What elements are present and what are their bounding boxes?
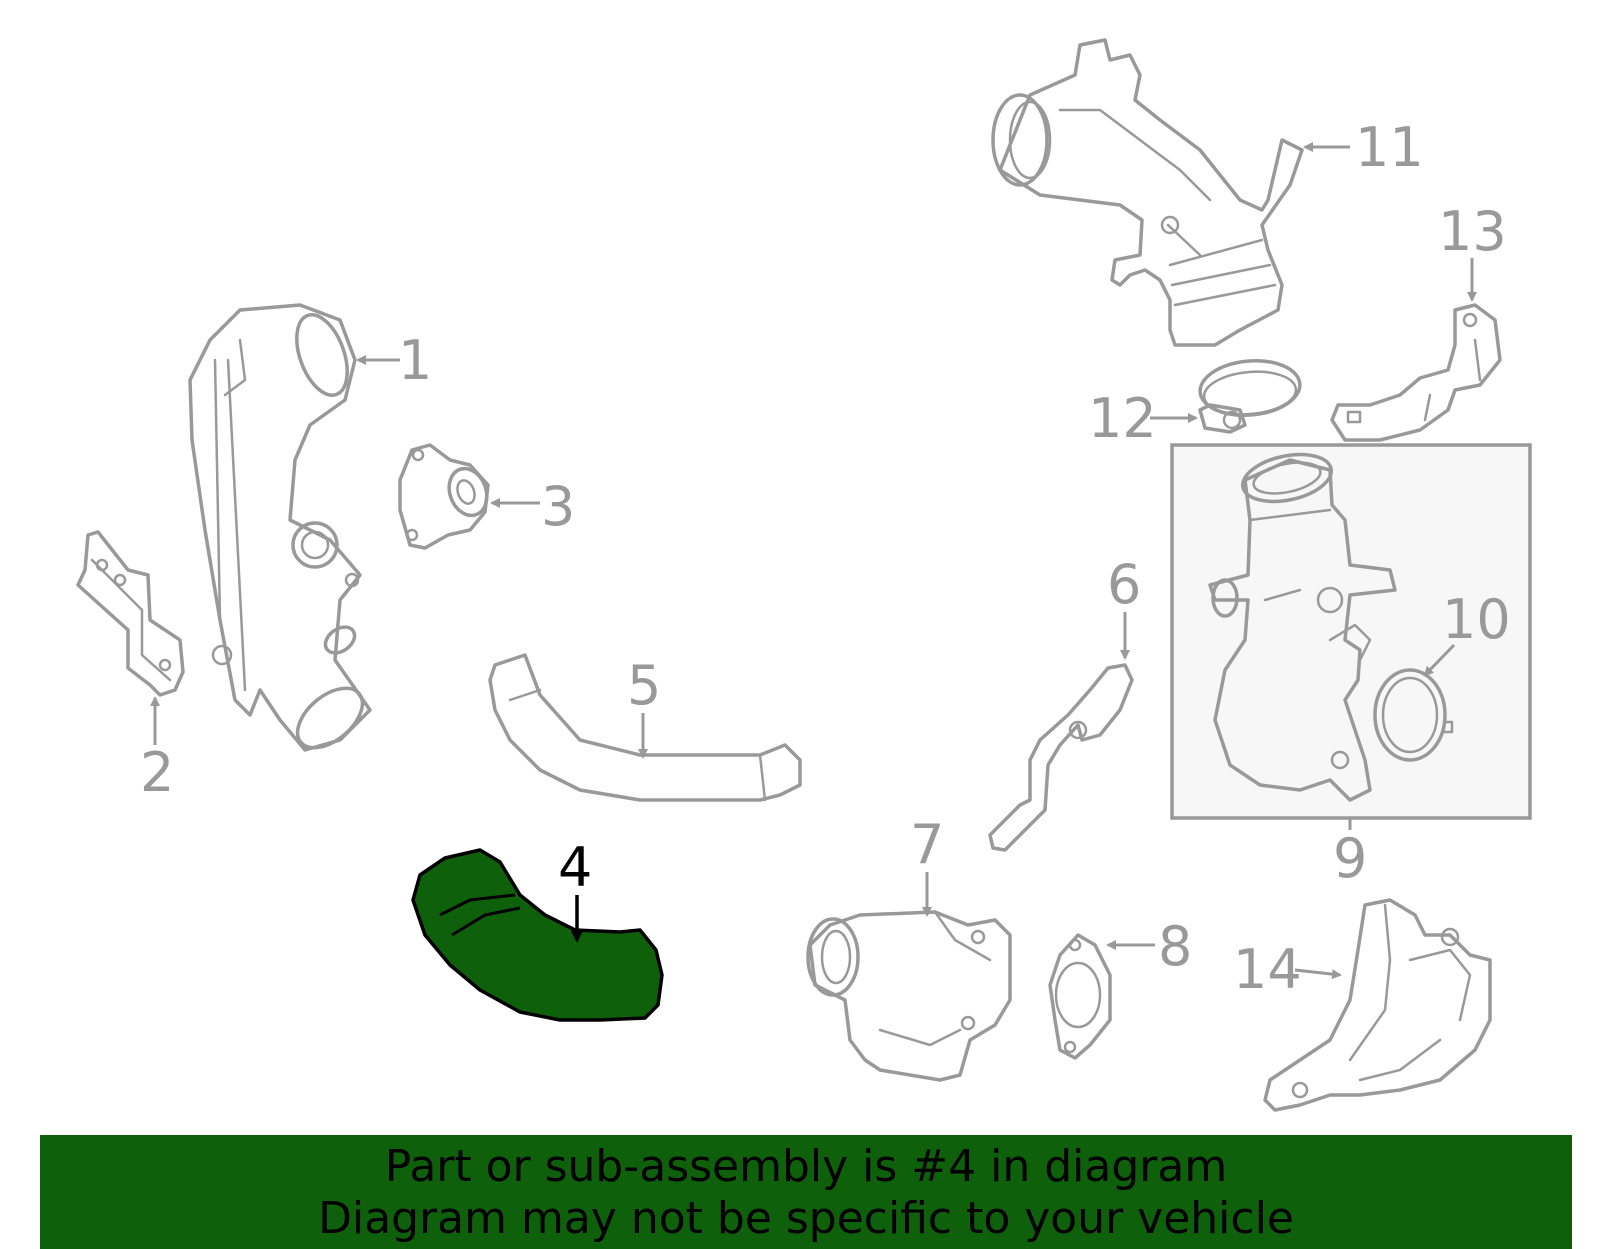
part-4-hose-highlighted	[411, 848, 664, 1022]
callout-5: 5	[627, 654, 661, 717]
callout-11: 11	[1355, 116, 1424, 179]
part-5-hose	[488, 653, 802, 802]
callout-3: 3	[541, 475, 575, 538]
part-13-bracket	[1330, 303, 1502, 442]
part-12-clamp	[1198, 359, 1302, 434]
banner-line-part-number: Part or sub-assembly is #4 in diagram	[384, 1141, 1228, 1192]
info-banner: Part or sub-assembly is #4 in diagram Di…	[40, 1135, 1572, 1249]
part-14-heat-shield	[1263, 898, 1492, 1112]
part-9-assembly	[1170, 443, 1532, 820]
callout-2: 2	[140, 741, 174, 804]
callout-9: 9	[1333, 827, 1367, 890]
part-7-thermostat-housing	[806, 910, 1012, 1082]
part-6-tube	[988, 663, 1134, 852]
leader-14	[1294, 968, 1342, 980]
leader-lines	[150, 142, 1477, 980]
leader-10	[1423, 643, 1456, 677]
part-10-o-ring	[1373, 668, 1454, 762]
part-1-housing	[188, 303, 372, 752]
callout-13: 13	[1438, 200, 1507, 263]
callout-4: 4	[558, 836, 592, 899]
callout-6: 6	[1107, 553, 1141, 616]
part-8-gasket	[1048, 933, 1112, 1060]
callout-10: 10	[1442, 588, 1511, 651]
part-3-cover	[398, 443, 490, 550]
callout-12: 12	[1088, 387, 1157, 450]
callout-labels: 1 2 3 4 5 6 7 8 9 10 11 12 13 14	[140, 116, 1511, 1001]
part-2-bracket	[76, 530, 185, 697]
banner-line-disclaimer: Diagram may not be specific to your vehi…	[318, 1193, 1294, 1244]
callout-7: 7	[910, 813, 944, 876]
callout-14: 14	[1233, 938, 1302, 1001]
callout-1: 1	[398, 329, 432, 392]
part-11-duct	[991, 38, 1304, 347]
callout-8: 8	[1158, 915, 1192, 978]
